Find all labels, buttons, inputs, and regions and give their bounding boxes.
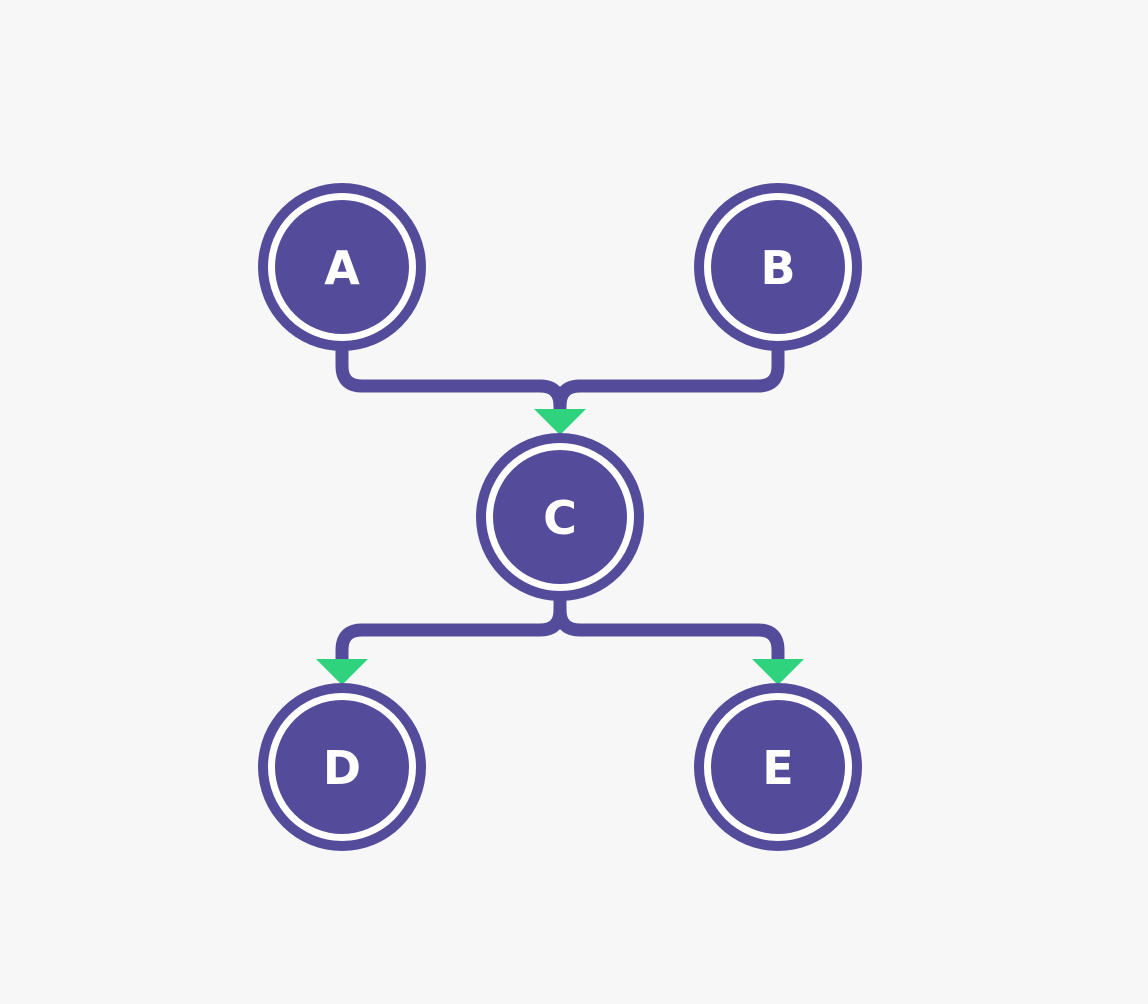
node-label: C (543, 491, 577, 545)
node-b: B (694, 183, 862, 351)
edge-a-to-c (335, 340, 567, 422)
arrowhead-into-d (316, 659, 368, 685)
edge-c-to-e (553, 590, 785, 672)
edge-c-to-d (335, 590, 567, 672)
node-inner-circle (711, 700, 845, 834)
node-label: B (760, 241, 795, 295)
edges-layer (335, 340, 785, 672)
node-d: D (258, 683, 426, 851)
arrowhead-into-e (752, 659, 804, 685)
nodes-layer: A B C D E (258, 183, 862, 851)
node-e: E (694, 683, 862, 851)
node-inner-circle (711, 200, 845, 334)
node-inner-circle (493, 450, 627, 584)
node-label: E (762, 741, 793, 795)
arrows-layer (316, 409, 804, 685)
node-label: D (323, 741, 361, 795)
node-c: C (476, 433, 644, 601)
node-inner-circle (275, 700, 409, 834)
node-label: A (324, 241, 360, 295)
node-inner-circle (275, 200, 409, 334)
edge-b-to-c (553, 340, 785, 422)
node-a: A (258, 183, 426, 351)
arrowhead-into-c (534, 409, 586, 435)
